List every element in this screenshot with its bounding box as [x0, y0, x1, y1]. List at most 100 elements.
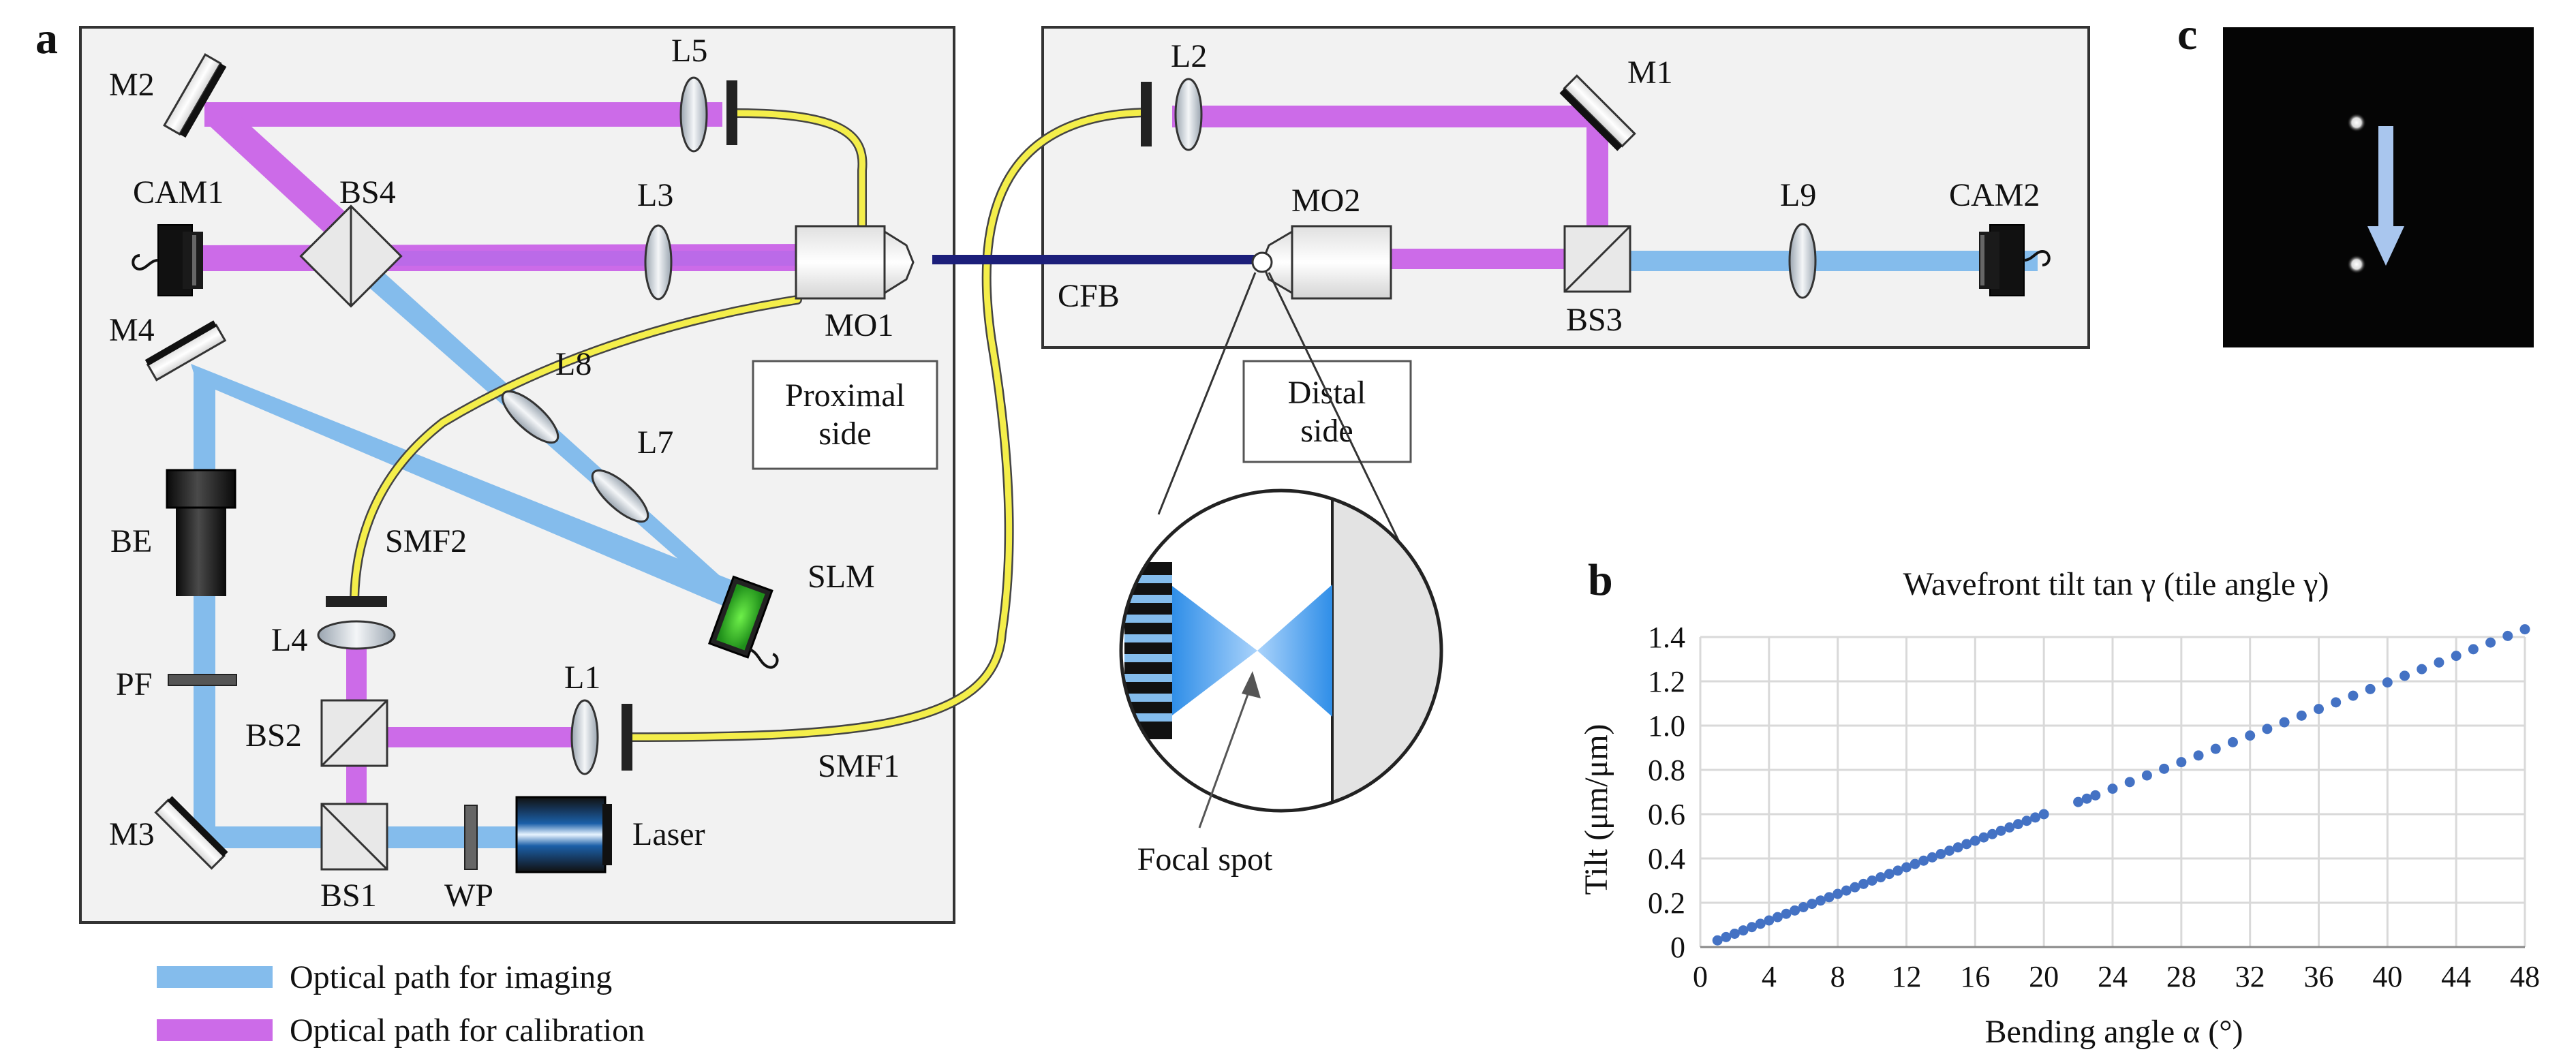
mirror-m1	[1559, 74, 1636, 151]
data-point	[1729, 929, 1740, 939]
y-axis-title: Tilt (μm/μm)	[1578, 724, 1614, 895]
lens-l3	[644, 224, 673, 300]
data-point	[2434, 657, 2444, 668]
data-point	[1987, 828, 1998, 839]
data-point	[2262, 724, 2273, 734]
data-point	[1824, 892, 1835, 903]
focal-spot-label: Focal spot	[1137, 841, 1273, 878]
legend-label-calibration: Optical path for calibration	[290, 1012, 645, 1049]
label-l4: L4	[271, 622, 307, 658]
data-point	[1764, 915, 1775, 926]
proximal-line1: Proximal	[785, 377, 905, 414]
data-point	[1995, 825, 2006, 836]
x-tick-label: 8	[1830, 960, 1845, 993]
label-l2: L2	[1171, 38, 1207, 74]
x-tick-label: 28	[2166, 960, 2196, 993]
data-point	[2279, 717, 2290, 728]
data-point	[2193, 750, 2204, 761]
data-point	[2519, 624, 2530, 635]
mirror-m2	[163, 52, 227, 138]
label-l9: L9	[1780, 177, 1816, 213]
pinhole-filter-pf	[168, 674, 237, 686]
label-mo2: MO2	[1291, 183, 1360, 219]
data-point	[2399, 670, 2410, 681]
data-point	[1952, 842, 1963, 853]
data-point	[2365, 683, 2376, 694]
mirror-m3	[154, 796, 228, 870]
x-tick-label: 4	[1762, 960, 1777, 993]
y-tick-label: 0	[1670, 931, 1685, 964]
data-point	[2296, 710, 2307, 721]
data-point	[2038, 809, 2049, 820]
proximal-side-box: Proximal side	[752, 360, 938, 470]
data-point	[2227, 737, 2238, 747]
data-point	[1884, 869, 1895, 880]
x-tick-label: 40	[2372, 960, 2402, 993]
label-m4: M4	[109, 312, 155, 348]
proximal-line2: side	[818, 416, 871, 452]
laser-source	[515, 796, 612, 873]
data-point	[2004, 822, 2015, 833]
data-point	[1910, 858, 1920, 869]
objective-mo2	[1251, 225, 1392, 300]
camera-image-panel	[2223, 27, 2534, 347]
data-point	[1875, 872, 1886, 883]
beam-splitter-bs1	[320, 803, 388, 871]
data-point	[1807, 899, 1818, 910]
label-l7: L7	[637, 424, 673, 461]
lens-l9	[1788, 223, 1817, 299]
label-m1: M1	[1627, 55, 1673, 91]
x-tick-label: 36	[2304, 960, 2334, 993]
data-point	[2141, 770, 2152, 781]
data-point	[1781, 908, 1792, 919]
data-point	[2210, 743, 2221, 754]
wave-plate-wp	[464, 805, 478, 870]
x-tick-label: 0	[1693, 960, 1708, 993]
data-point	[2081, 793, 2092, 804]
lens-l7	[591, 469, 649, 523]
focal-spot-before	[2347, 113, 2366, 132]
label-cam1: CAM1	[133, 174, 224, 211]
data-point	[1978, 832, 1989, 843]
data-point	[2176, 757, 2187, 768]
data-point	[1944, 846, 1955, 856]
shift-arrow-shaft	[2378, 126, 2393, 228]
beam-splitter-bs4	[299, 204, 403, 308]
mirror-m4	[144, 320, 227, 382]
fiber-connectors	[326, 80, 1152, 771]
y-tick-label: 1.0	[1648, 709, 1685, 743]
data-point	[2331, 697, 2342, 708]
data-point	[1918, 855, 1929, 866]
data-point	[2348, 690, 2359, 701]
data-point	[2468, 644, 2479, 655]
lens-l2	[1174, 78, 1203, 151]
data-point	[2451, 651, 2462, 662]
y-tick-label: 0.4	[1648, 842, 1685, 875]
cfb-fiber	[932, 255, 1265, 264]
data-point	[1867, 875, 1877, 886]
distal-side-box: Distal side	[1242, 360, 1412, 463]
label-laser: Laser	[632, 816, 705, 852]
calibration-beams	[183, 102, 1608, 826]
data-point	[1712, 935, 1723, 946]
data-point	[1738, 925, 1749, 936]
x-tick-label: 16	[1960, 960, 1990, 993]
x-tick-label: 12	[1892, 960, 1922, 993]
data-point	[1961, 839, 1972, 850]
beam-splitter-bs3	[1563, 225, 1631, 293]
data-point	[2073, 796, 2084, 807]
data-point	[1798, 902, 1809, 912]
y-tick-label: 0.2	[1648, 886, 1685, 920]
label-bs2: BS2	[245, 717, 302, 754]
data-point	[1790, 905, 1800, 916]
y-tick-label: 1.4	[1648, 621, 1685, 654]
data-point	[1833, 888, 1843, 899]
data-point	[2124, 777, 2135, 788]
camera-cam1	[132, 224, 203, 296]
data-point	[2090, 790, 2101, 801]
label-cfb: CFB	[1058, 278, 1120, 314]
y-tick-label: 0.8	[1648, 754, 1685, 787]
beam-splitter-bs2	[320, 699, 388, 767]
